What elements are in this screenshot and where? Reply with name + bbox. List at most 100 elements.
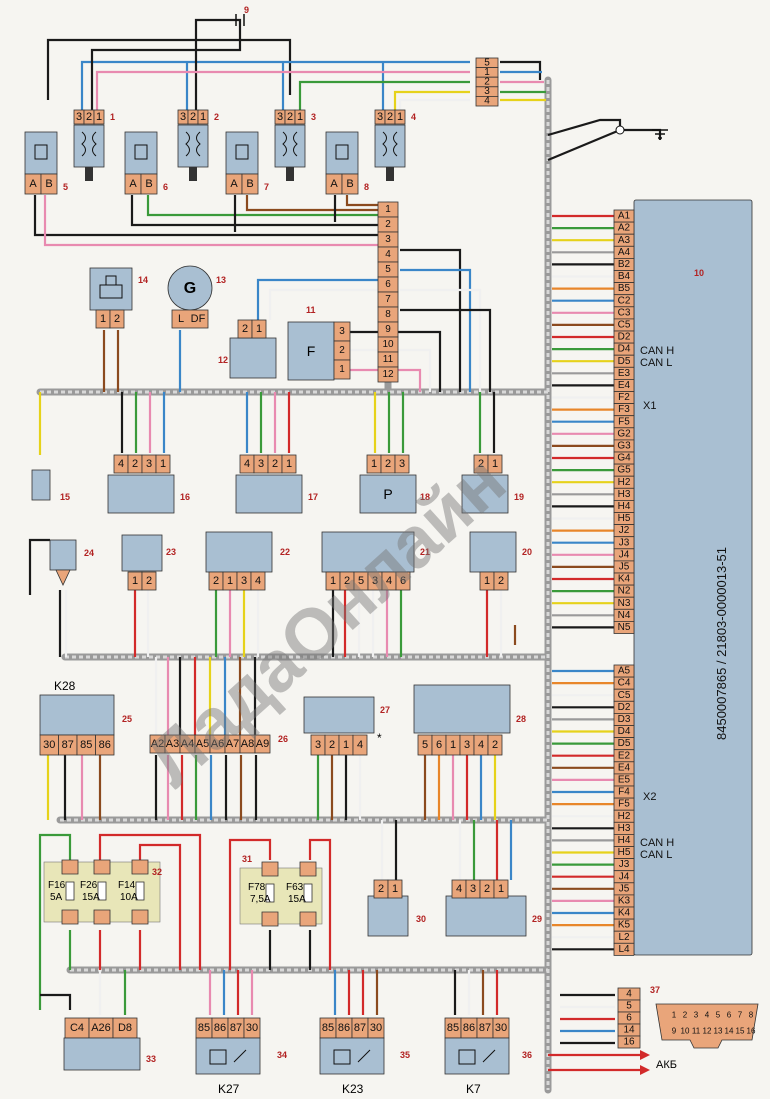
ecu-x1-pin-label: B5 [618,283,631,294]
c11-pin [333,359,351,380]
relay-body [195,1037,261,1075]
fuse-icon [135,881,145,901]
c23-pin [141,571,157,591]
c28-pin-label: 1 [450,739,456,751]
c33-pin-label: A26 [91,1022,111,1034]
obd-pin-label: 12 [703,1027,712,1036]
ecu-x1-pin-label: D5 [618,356,631,367]
ecu-x2-pin-label: F4 [618,787,630,798]
ignition-coil-body [73,124,105,168]
fuse-terminal [61,859,79,875]
ecu-x2-pin-label: D5 [618,738,631,749]
injector-icon [34,144,48,160]
component-33-label: 33 [146,1054,156,1064]
c22-pin [250,571,266,591]
c37-pin-label: 4 [626,989,632,1000]
component-15-label: 15 [60,492,70,502]
component-11-body [287,321,335,381]
fuse-terminal [131,909,149,925]
ecu-x1-pin-label: J5 [619,561,630,572]
relay-pin-label: 86 [338,1022,350,1034]
ecu-x1-pin-label: N5 [618,622,631,633]
component-22-label: 22 [280,547,290,557]
ecu-x1-pin-label: D2 [618,332,631,343]
relay-icon [99,275,123,299]
ecu-x2-label: X2 [643,791,656,803]
ecu-x2-pin [613,942,635,956]
splice-top-pin-label: 3 [484,86,490,97]
ignition-coil-pin-label: 3 [76,111,82,123]
coil-plug [386,167,394,181]
ignition-coil-pin-label: 1 [397,111,403,123]
relay-icon [209,1049,247,1065]
c16-pin-label: 3 [146,458,152,470]
fuse-icon [303,883,313,903]
ecu-x2-pin-label: K5 [618,920,631,931]
ecu-x1-connector: A1A2A3A4B2B4B5C2C3C5D2D4D5E3E4F2F3F5G2G3… [613,209,635,634]
c27-pin [352,734,368,756]
c22-pin-label: 4 [255,575,261,587]
c33-pin-label: C4 [70,1022,84,1034]
fuse-terminal [261,911,279,927]
c29-pin-label: 1 [498,883,504,895]
injector-pin-label: B [246,178,253,190]
ecu-x1-pin-label: F2 [618,392,630,403]
ignition-coil-body [177,124,209,168]
relay-icon [458,1049,496,1065]
capacitor-9-icon [235,14,245,26]
component-22-body [205,531,273,573]
c23-pin-label: 1 [132,575,138,587]
ecu-x2-wiring [552,669,614,951]
c29-pin-label: 3 [470,883,476,895]
c26-pin [254,734,271,754]
c26-pin-label: A2 [151,738,164,750]
c16-pin-label: 4 [118,458,124,470]
c21-pin-label: 5 [358,575,364,587]
fuse-terminal [299,911,317,927]
ecu-number: 10 [694,268,704,278]
ecu-x2-pin-label: A5 [618,666,631,677]
c21-pin-label: 1 [330,575,336,587]
c11-pin-label: 2 [339,345,345,356]
c37-pin-label: 16 [623,1037,635,1048]
component-17-body [235,474,303,514]
injector-body [124,131,158,175]
c22-pin-label: 1 [227,575,233,587]
obd-pin-label: 4 [705,1011,710,1020]
ignition-coil-pin-label: 2 [387,111,393,123]
ecu-x1-wiring [552,214,614,629]
c18-pin-label: 2 [385,458,391,470]
c26-pin-label: A4 [181,738,194,750]
c21-pin-label: 2 [344,575,350,587]
relay-icon [333,1049,371,1065]
ecu-x1-pin-label: G5 [617,465,631,476]
c25-pin-label: 85 [80,739,92,751]
component-34-label: 34 [277,1050,287,1060]
obd-pin-label: 8 [749,1011,754,1020]
component-18-p: P [383,486,392,502]
component-21-label: 21 [420,547,430,557]
bottom-wiring [38,820,640,1072]
ecu-x1-pin-label: A2 [618,223,631,234]
ecu-x1-pin-label: H5 [618,513,631,524]
ecu-x2-pin-label: J4 [619,871,630,882]
relay-pin-label: 87 [354,1022,366,1034]
fuse-rating: 7,5A [250,894,271,905]
splice-mid-pin-label: 12 [382,369,394,380]
splice-top-pin-label: 5 [484,57,490,68]
ignition-coil-body [374,124,406,168]
ecu-x2-pin-label: K4 [618,908,631,919]
c19-pin-label: 1 [492,458,498,470]
splice-mid-pin-label: 1 [385,204,391,215]
generator-pin-l: L [178,313,184,325]
splice-mid-pin-label: 6 [385,279,391,290]
obd-pin-label: 11 [692,1027,701,1036]
